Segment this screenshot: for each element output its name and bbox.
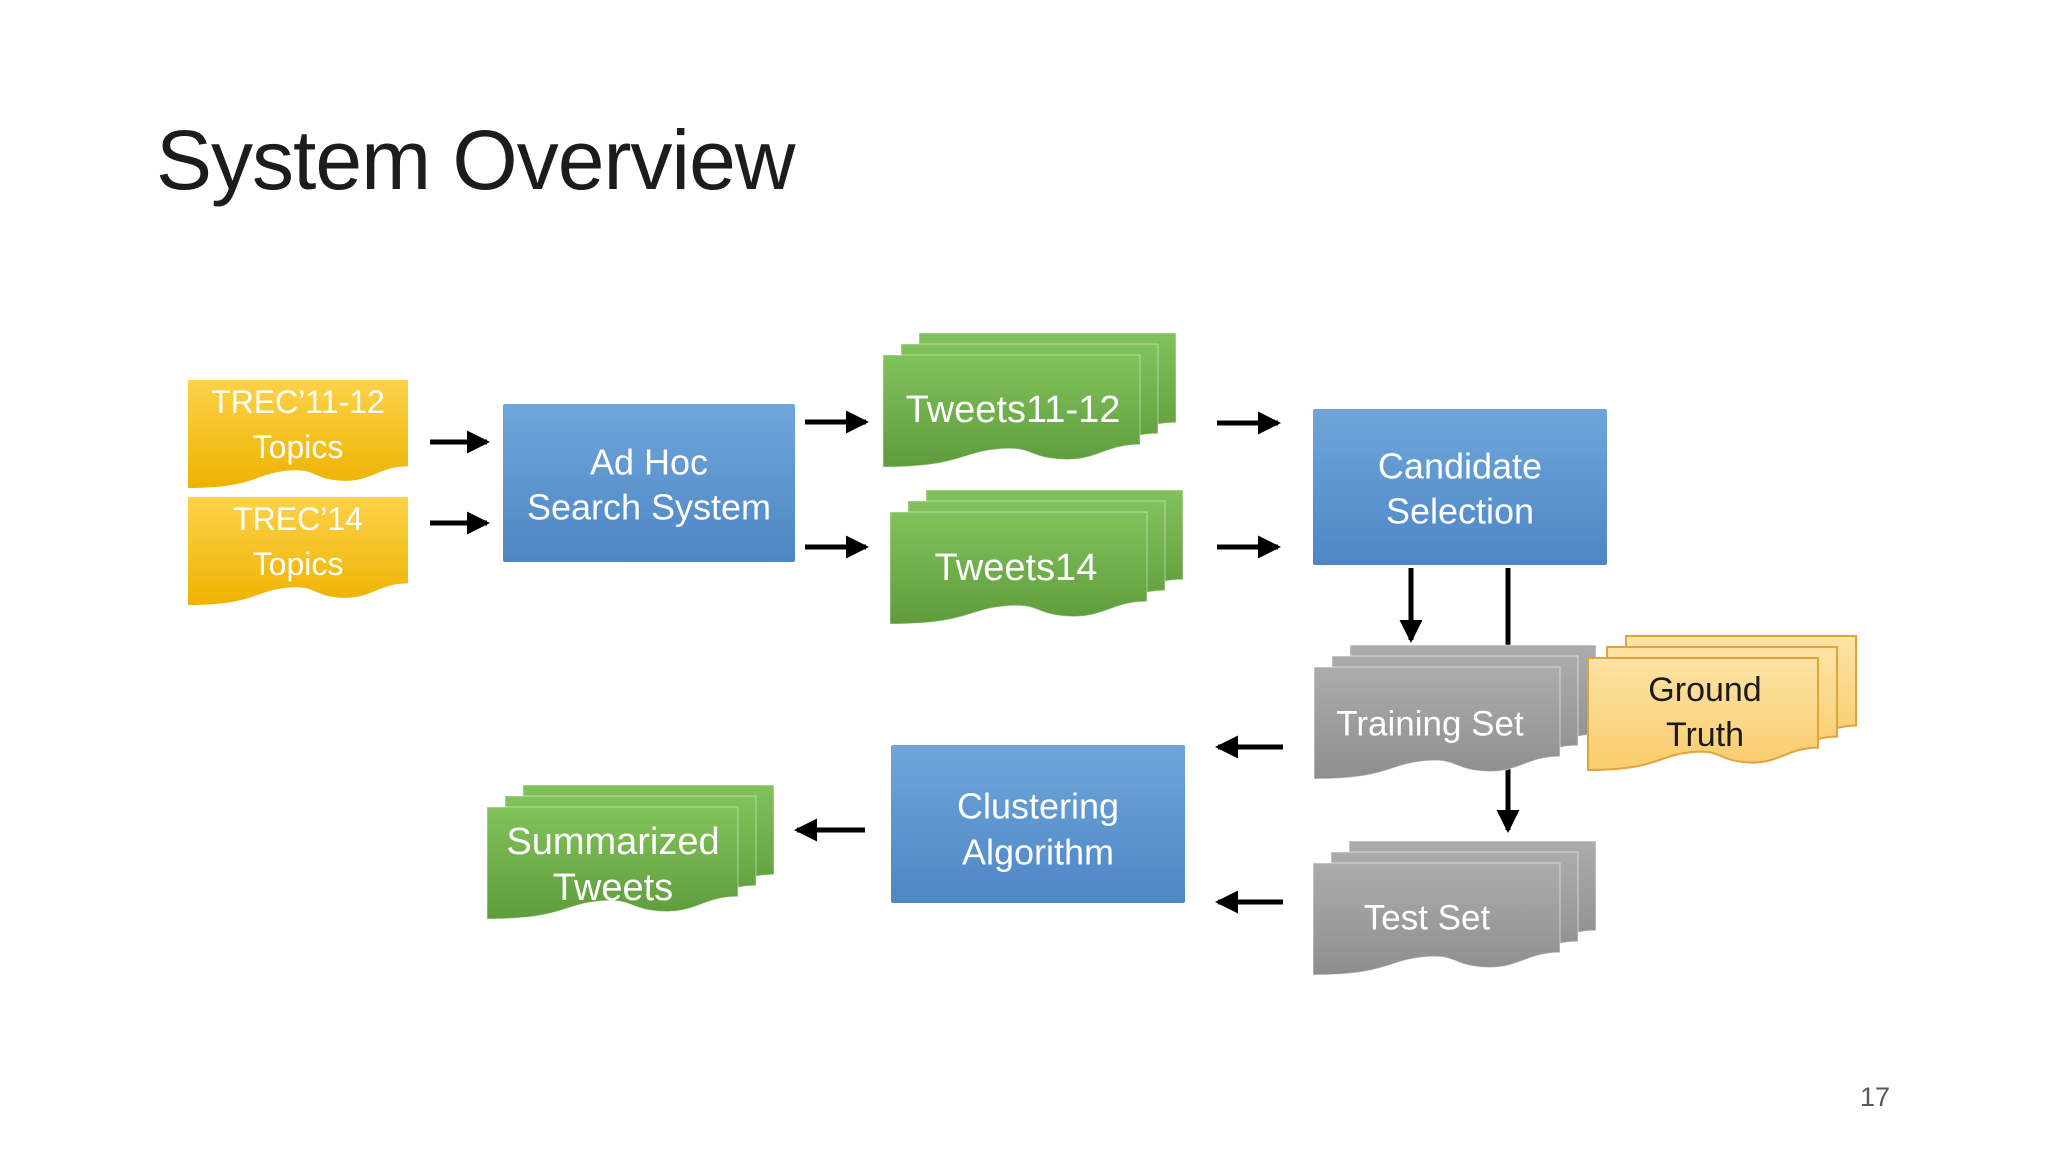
process-box (503, 404, 795, 562)
slide-title: System Overview (156, 113, 795, 207)
training-set-label: Training Set (1336, 705, 1524, 744)
process-box (891, 745, 1185, 903)
trec-11-12-label-line2: Topics (253, 429, 344, 465)
node-candidate-selection: Candidate Selection (1313, 409, 1607, 565)
summarized-tweets-label-line1: Summarized (506, 821, 719, 863)
trec-11-12-label-line1: TREC’11-12 (211, 384, 385, 420)
candidate-label-line1: Candidate (1378, 446, 1542, 487)
edges (430, 410, 1520, 914)
clustering-label-line1: Clustering (957, 786, 1119, 827)
node-clustering-algorithm: Clustering Algorithm (891, 745, 1185, 903)
page-number: 17 (1860, 1082, 1891, 1112)
node-training-set: Training Set (1312, 643, 1598, 781)
node-test-set: Test Set (1311, 839, 1598, 977)
tweets-11-12-label: Tweets11-12 (906, 389, 1121, 431)
process-box (1313, 409, 1607, 565)
node-tweets-11-12: Tweets11-12 (881, 331, 1178, 469)
adhoc-label-line2: Search System (527, 487, 771, 528)
tweets-14-label: Tweets14 (935, 547, 1098, 589)
clustering-label-line2: Algorithm (962, 832, 1114, 873)
adhoc-label-line1: Ad Hoc (590, 442, 708, 483)
trec-14-label-line1: TREC’14 (233, 501, 363, 537)
node-summarized-tweets: Summarized Tweets (485, 783, 776, 921)
summarized-tweets-label-line2: Tweets (553, 867, 673, 909)
node-ad-hoc-search-system: Ad Hoc Search System (503, 404, 795, 562)
node-trec-11-12-topics: TREC’11-12 Topics (188, 380, 408, 488)
ground-truth-label-line1: Ground (1648, 671, 1761, 709)
test-set-label: Test Set (1364, 899, 1491, 938)
node-trec-14-topics: TREC’14 Topics (188, 497, 408, 605)
trec-14-label-line2: Topics (253, 546, 344, 582)
candidate-label-line2: Selection (1386, 491, 1534, 532)
ground-truth-label-line2: Truth (1666, 716, 1744, 754)
node-tweets-14: Tweets14 (888, 488, 1185, 626)
node-ground-truth: Ground Truth (1588, 636, 1856, 770)
